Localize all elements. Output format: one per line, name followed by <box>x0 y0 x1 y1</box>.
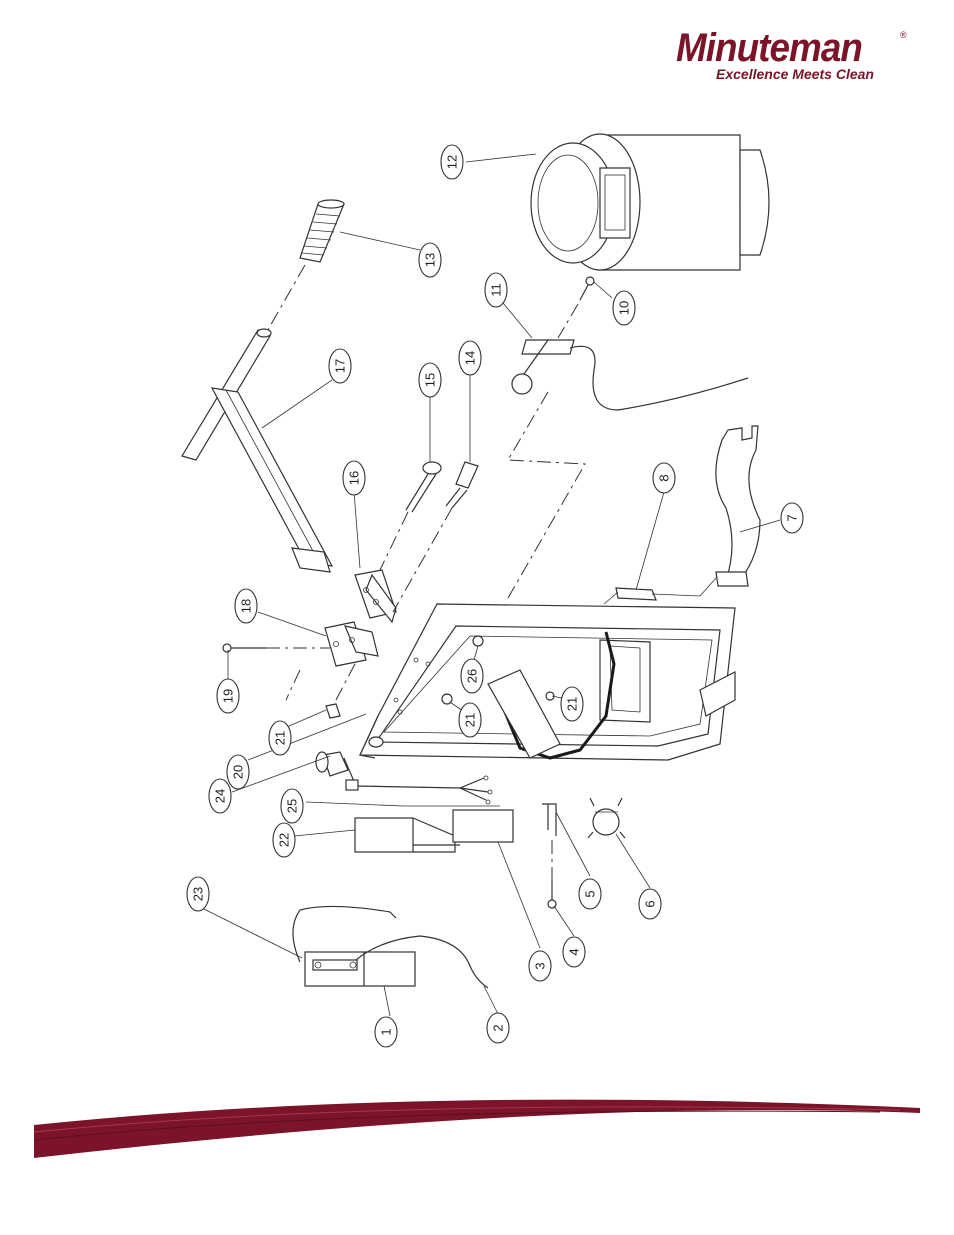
svg-text:20: 20 <box>231 765 246 779</box>
part-11-switch <box>511 339 749 411</box>
part-21-nut-a <box>441 693 453 705</box>
part-26-nut <box>472 635 484 647</box>
callout-20: 20 <box>226 754 250 790</box>
callout-1: 1 <box>374 1016 398 1048</box>
callout-2: 2 <box>486 1012 510 1044</box>
svg-text:13: 13 <box>423 253 438 267</box>
part-25-harness <box>343 757 500 807</box>
part-4-bolt <box>547 880 557 909</box>
svg-text:26: 26 <box>465 669 480 683</box>
part-18-bracket <box>324 621 379 667</box>
callout-10: 10 <box>612 290 636 326</box>
callout-22: 22 <box>272 822 296 858</box>
part-17-handle <box>181 328 334 573</box>
registered-mark: ® <box>900 30 907 40</box>
part-13-grip <box>299 199 345 263</box>
part-8-bracket <box>615 587 657 601</box>
part-1-battery <box>304 951 416 987</box>
svg-text:21: 21 <box>273 731 288 745</box>
svg-text:6: 6 <box>643 900 658 907</box>
brand-tagline: Excellence Meets Clean <box>716 66 874 82</box>
callout-19: 19 <box>216 678 240 714</box>
callout-bubbles: 1 2 3 4 5 6 7 8 10 11 12 13 14 15 16 17 … <box>186 144 804 1048</box>
callout-3: 3 <box>528 950 552 982</box>
svg-text:7: 7 <box>785 514 800 521</box>
callout-21-a: 21 <box>268 720 292 756</box>
svg-text:22: 22 <box>277 833 292 847</box>
callout-8: 8 <box>652 462 676 494</box>
callout-26: 26 <box>460 658 484 694</box>
svg-text:1: 1 <box>379 1028 394 1035</box>
callout-14: 14 <box>458 340 482 376</box>
footer-swoosh <box>33 1099 920 1158</box>
svg-text:15: 15 <box>423 373 438 387</box>
part-10-screw <box>579 276 595 301</box>
svg-text:18: 18 <box>239 599 254 613</box>
part-14-bolt <box>445 461 479 509</box>
svg-text:14: 14 <box>463 351 478 365</box>
callout-13: 13 <box>418 242 442 278</box>
minuteman-logo: Minuteman ® Excellence Meets Clean <box>676 28 916 86</box>
callout-12: 12 <box>440 144 464 180</box>
main-frame <box>359 603 736 761</box>
part-20-nut <box>325 703 341 719</box>
part-5-clip <box>542 803 557 836</box>
callout-21-b: 21 <box>458 702 482 738</box>
svg-text:5: 5 <box>583 890 598 897</box>
callout-15: 15 <box>418 362 442 398</box>
callout-6: 6 <box>638 888 662 920</box>
part-19-pin <box>222 643 266 653</box>
callout-17: 17 <box>328 348 352 384</box>
svg-text:8: 8 <box>657 474 672 481</box>
callout-11: 11 <box>484 272 508 308</box>
part-22-box <box>354 817 460 853</box>
svg-text:12: 12 <box>445 155 460 169</box>
svg-text:4: 4 <box>567 948 582 955</box>
svg-text:16: 16 <box>347 471 362 485</box>
svg-text:24: 24 <box>213 789 228 803</box>
svg-text:21: 21 <box>463 713 478 727</box>
part-3-box <box>452 809 514 843</box>
svg-text:2: 2 <box>491 1024 506 1031</box>
callout-21-c: 21 <box>560 686 584 722</box>
callout-4: 4 <box>562 936 586 968</box>
callout-5: 5 <box>578 878 602 910</box>
part-6-clamp <box>587 797 626 839</box>
brand-name: Minuteman <box>676 26 863 70</box>
svg-text:25: 25 <box>285 799 300 813</box>
callout-16: 16 <box>342 460 366 496</box>
svg-text:19: 19 <box>221 689 236 703</box>
callout-23: 23 <box>186 876 210 912</box>
part-24-indicator <box>315 751 349 777</box>
part-15-bolt <box>405 461 442 513</box>
callout-18: 18 <box>234 588 258 624</box>
callout-24: 24 <box>208 778 232 814</box>
part-7-hose <box>715 425 761 587</box>
part-2-cable <box>355 935 489 989</box>
callout-7: 7 <box>780 502 804 534</box>
svg-text:10: 10 <box>617 301 632 315</box>
svg-text:17: 17 <box>333 359 348 373</box>
part-23-cable <box>292 905 397 963</box>
svg-text:21: 21 <box>565 697 580 711</box>
svg-text:11: 11 <box>489 283 504 297</box>
part-12-drum <box>530 133 770 271</box>
svg-text:3: 3 <box>533 962 548 969</box>
svg-text:23: 23 <box>191 887 206 901</box>
callout-25: 25 <box>280 788 304 824</box>
part-16-bracket <box>354 569 397 624</box>
